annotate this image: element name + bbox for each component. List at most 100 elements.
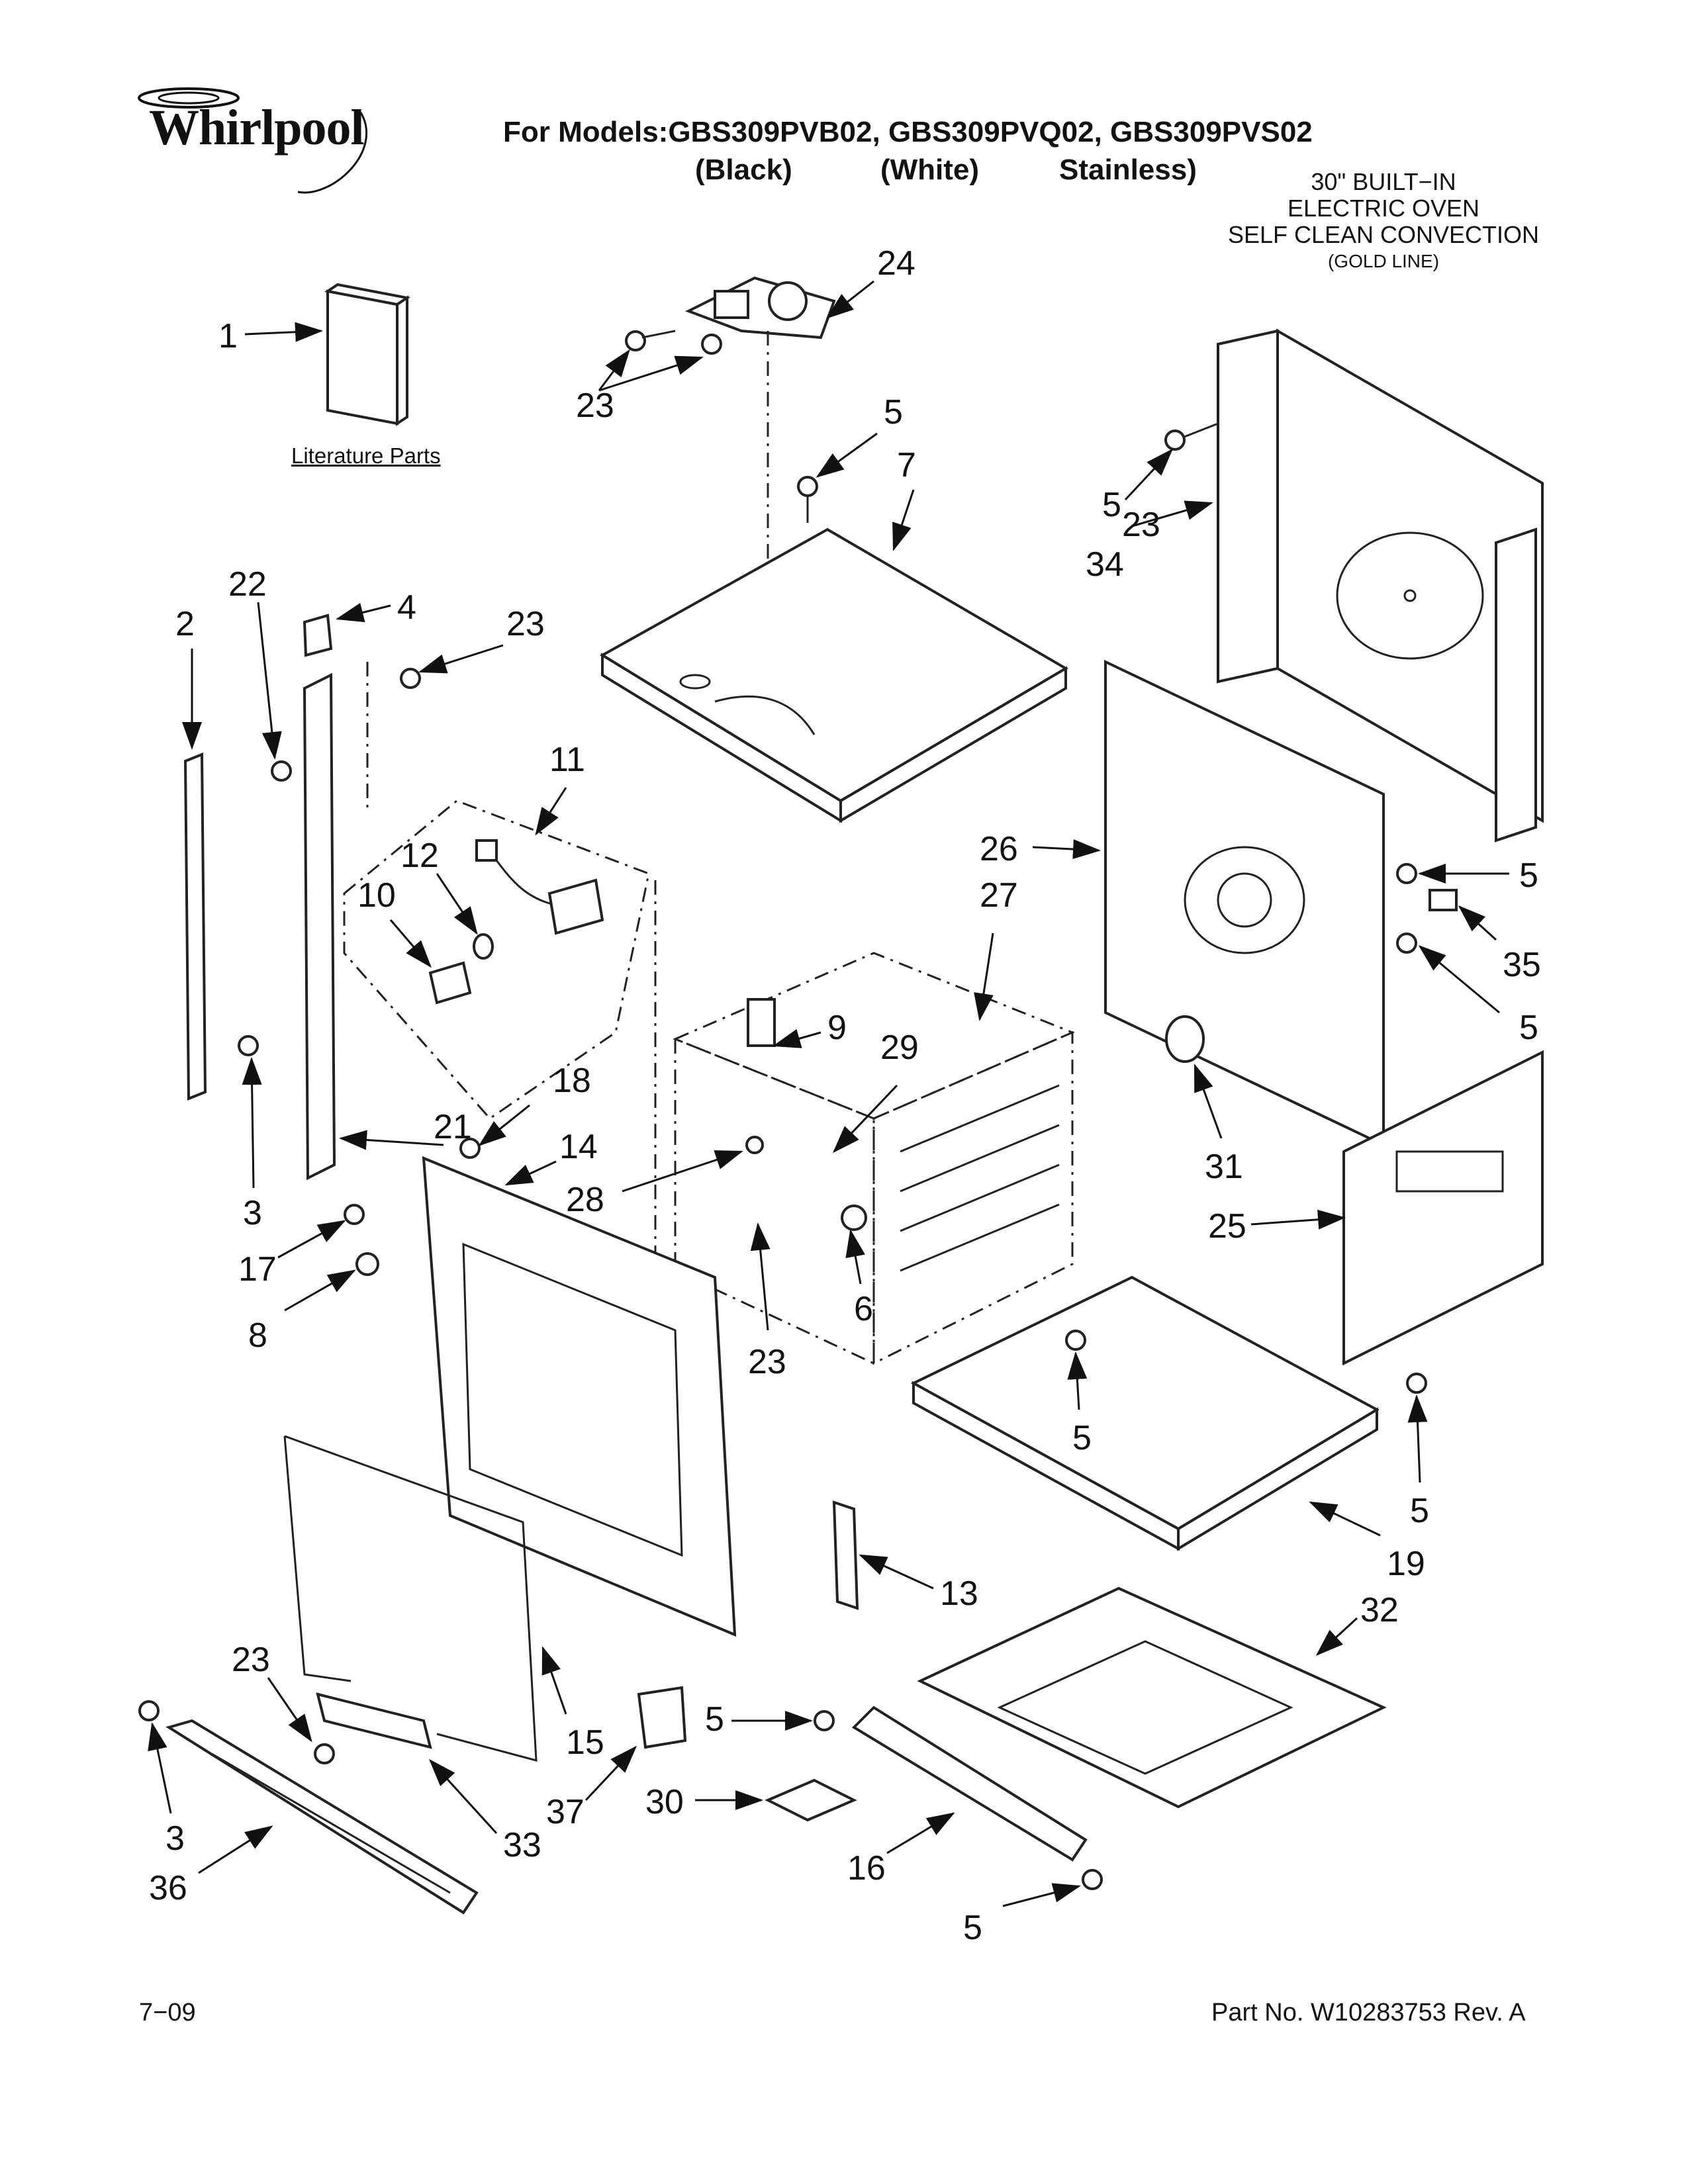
screw	[625, 330, 676, 351]
light-lens	[428, 961, 472, 1005]
thermostat	[1165, 1015, 1205, 1063]
callout-23: 23	[1122, 506, 1160, 544]
callout-5: 5	[963, 1909, 982, 1947]
screw	[1164, 422, 1219, 451]
screw	[238, 1035, 259, 1056]
callout-36: 36	[149, 1869, 187, 1907]
callout-13: 13	[940, 1574, 978, 1613]
callout-24: 24	[877, 244, 915, 283]
whirlpool-logo	[138, 87, 368, 194]
callout-21: 21	[434, 1108, 472, 1146]
screw	[344, 1204, 365, 1225]
callout-2: 2	[175, 605, 195, 643]
callout-19: 19	[1387, 1545, 1425, 1583]
callout-23: 23	[232, 1641, 270, 1679]
callout-28: 28	[566, 1181, 604, 1219]
bushing	[459, 1138, 481, 1159]
door-gasket	[283, 1435, 538, 1762]
callout-9: 9	[827, 1009, 847, 1047]
callout-31: 31	[1205, 1148, 1243, 1186]
product-line-2: ELECTRIC OVEN	[1287, 195, 1480, 222]
callout-6: 6	[854, 1290, 873, 1328]
right-side-panel	[1342, 1050, 1544, 1366]
callout-5: 5	[1519, 856, 1538, 895]
callout-27: 27	[980, 876, 1018, 915]
callout-34: 34	[1086, 545, 1124, 584]
screw	[138, 1700, 160, 1721]
models-line: For Models:GBS309PVB02, GBS309PVQ02, GBS…	[503, 116, 1313, 148]
screw	[745, 1136, 764, 1154]
screw	[1396, 933, 1417, 954]
callout-32: 32	[1360, 1591, 1399, 1629]
callout-8: 8	[248, 1316, 267, 1355]
bushing	[355, 1252, 379, 1276]
clip	[765, 1778, 857, 1822]
top-bracket-assembly	[685, 276, 836, 340]
screw	[314, 1743, 335, 1764]
cover-tab	[303, 614, 333, 657]
callout-16: 16	[847, 1849, 886, 1888]
screw	[1082, 1869, 1103, 1890]
product-subline: (GOLD LINE)	[1327, 251, 1440, 271]
callout-1: 1	[218, 317, 238, 355]
callout-10: 10	[357, 876, 396, 915]
callout-29: 29	[880, 1028, 919, 1067]
literature-booklet	[324, 283, 411, 426]
callout-3: 3	[165, 1819, 185, 1858]
part-number: Part No. W10283753 Rev. A	[1211, 1999, 1526, 2026]
top-panel	[600, 527, 1068, 823]
variant-black: (Black)	[695, 154, 792, 186]
callout-5: 5	[1519, 1009, 1538, 1047]
callout-3: 3	[243, 1194, 262, 1232]
vent-strip	[316, 1692, 432, 1749]
callout-23: 23	[748, 1343, 786, 1381]
product-line-3: SELF CLEAN CONVECTION	[1227, 221, 1540, 248]
revision-date: 7−09	[139, 1999, 196, 2026]
screw	[701, 334, 722, 355]
toe-kick	[851, 1706, 1088, 1862]
variant-white: (White)	[880, 154, 980, 186]
callout-5: 5	[1102, 486, 1121, 524]
terminal-block	[747, 998, 776, 1047]
callout-7: 7	[897, 446, 916, 484]
leader-lines	[148, 280, 1509, 1907]
bottom-plate	[910, 1275, 1380, 1551]
light-bulb	[473, 933, 494, 960]
callout-30: 30	[645, 1783, 684, 1821]
callout-18: 18	[553, 1062, 591, 1100]
callout-5: 5	[705, 1700, 724, 1739]
callout-33: 33	[503, 1826, 541, 1864]
screw	[814, 1710, 835, 1731]
variant-stainless: Stainless)	[1059, 154, 1197, 186]
product-line-1: 30" BUILT−IN	[1311, 168, 1456, 195]
callout-23: 23	[576, 387, 614, 425]
screw	[797, 476, 818, 523]
screw	[1065, 1330, 1086, 1351]
screw	[400, 668, 421, 689]
callout-25: 25	[1208, 1207, 1246, 1246]
bumper	[271, 760, 292, 782]
front-frame	[422, 1156, 737, 1637]
callout-17: 17	[238, 1250, 277, 1289]
brand-name: Whirlpool	[149, 100, 365, 156]
hinge-bracket	[637, 1686, 687, 1749]
screw	[1396, 863, 1417, 884]
callout-5: 5	[884, 393, 903, 432]
callout-numbers: 1 23 24 5 7 23 5 34 2 22 4 23 11 12 10 2…	[149, 244, 1541, 1947]
small-bracket	[832, 1500, 859, 1610]
callout-35: 35	[1503, 946, 1541, 984]
side-frame-rail	[303, 672, 336, 1181]
callout-11: 11	[549, 741, 585, 779]
literature-parts-label: Literature Parts	[291, 443, 441, 468]
rear-panel	[1217, 328, 1544, 842]
side-trim-strip	[183, 752, 207, 1101]
screw	[1406, 1373, 1427, 1394]
callout-15: 15	[566, 1723, 604, 1762]
callout-26: 26	[980, 830, 1018, 868]
callout-5: 5	[1410, 1492, 1429, 1530]
callout-23: 23	[506, 605, 545, 643]
callout-12: 12	[400, 837, 439, 875]
callout-5: 5	[1072, 1419, 1092, 1457]
light-socket-assembly	[475, 839, 604, 935]
